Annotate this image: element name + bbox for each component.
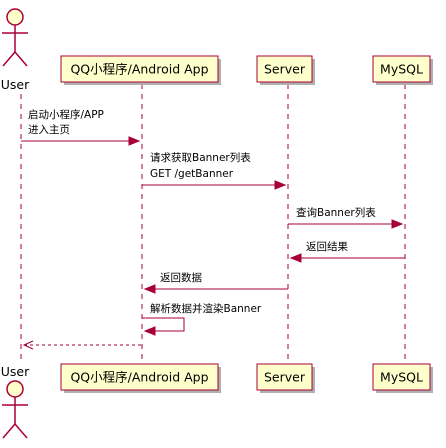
actor-user-label: User bbox=[1, 77, 30, 92]
participant-app-bottom: QQ小程序/Android App bbox=[60, 363, 221, 393]
participant-server-bottom: Server bbox=[256, 363, 315, 393]
message-arrow bbox=[142, 317, 185, 332]
participant-app-top: QQ小程序/Android App bbox=[60, 55, 221, 85]
participant-mysql-bottom: MySQL bbox=[372, 363, 433, 393]
message-label: 查询Banner列表 bbox=[296, 206, 376, 219]
arrow-head bbox=[274, 180, 287, 190]
message-label: 请求获取Banner列表 bbox=[150, 151, 251, 164]
arrow-head bbox=[289, 253, 302, 263]
arrow-head bbox=[128, 136, 141, 146]
message-start-app: 启动小程序/APP 进入主页 bbox=[21, 108, 141, 146]
arrow-head bbox=[143, 326, 156, 336]
message-return-data: 返回数据 bbox=[143, 271, 288, 294]
actor-user-top: User bbox=[1, 8, 30, 92]
message-query-banner: 查询Banner列表 bbox=[288, 206, 404, 229]
message-return-result: 返回结果 bbox=[289, 240, 405, 263]
participant-mysql-top: MySQL bbox=[372, 55, 433, 85]
actor-user-label: User bbox=[1, 364, 30, 379]
actor-user-bottom: User bbox=[1, 364, 30, 439]
message-label: 启动小程序/APP bbox=[28, 108, 104, 121]
message-return-user bbox=[22, 340, 142, 350]
participant-server-top: Server bbox=[256, 55, 315, 85]
message-render-banner: 解析数据并渲染Banner bbox=[142, 302, 262, 336]
message-label: GET /getBanner bbox=[150, 168, 234, 180]
participant-server-label: Server bbox=[264, 370, 306, 385]
message-label: 返回数据 bbox=[160, 271, 202, 284]
arrow-head bbox=[391, 219, 404, 229]
message-request-banner: 请求获取Banner列表 GET /getBanner bbox=[142, 151, 287, 190]
arrow-head bbox=[22, 340, 34, 350]
participant-app-label: QQ小程序/Android App bbox=[70, 62, 208, 77]
message-label: 解析数据并渲染Banner bbox=[150, 302, 262, 315]
message-label: 进入主页 bbox=[28, 124, 70, 136]
message-label: 返回结果 bbox=[306, 240, 348, 253]
participant-mysql-label: MySQL bbox=[380, 370, 423, 385]
participant-mysql-label: MySQL bbox=[380, 62, 423, 77]
arrow-head bbox=[143, 284, 156, 294]
participant-app-label: QQ小程序/Android App bbox=[70, 370, 208, 385]
participant-server-label: Server bbox=[264, 62, 306, 77]
